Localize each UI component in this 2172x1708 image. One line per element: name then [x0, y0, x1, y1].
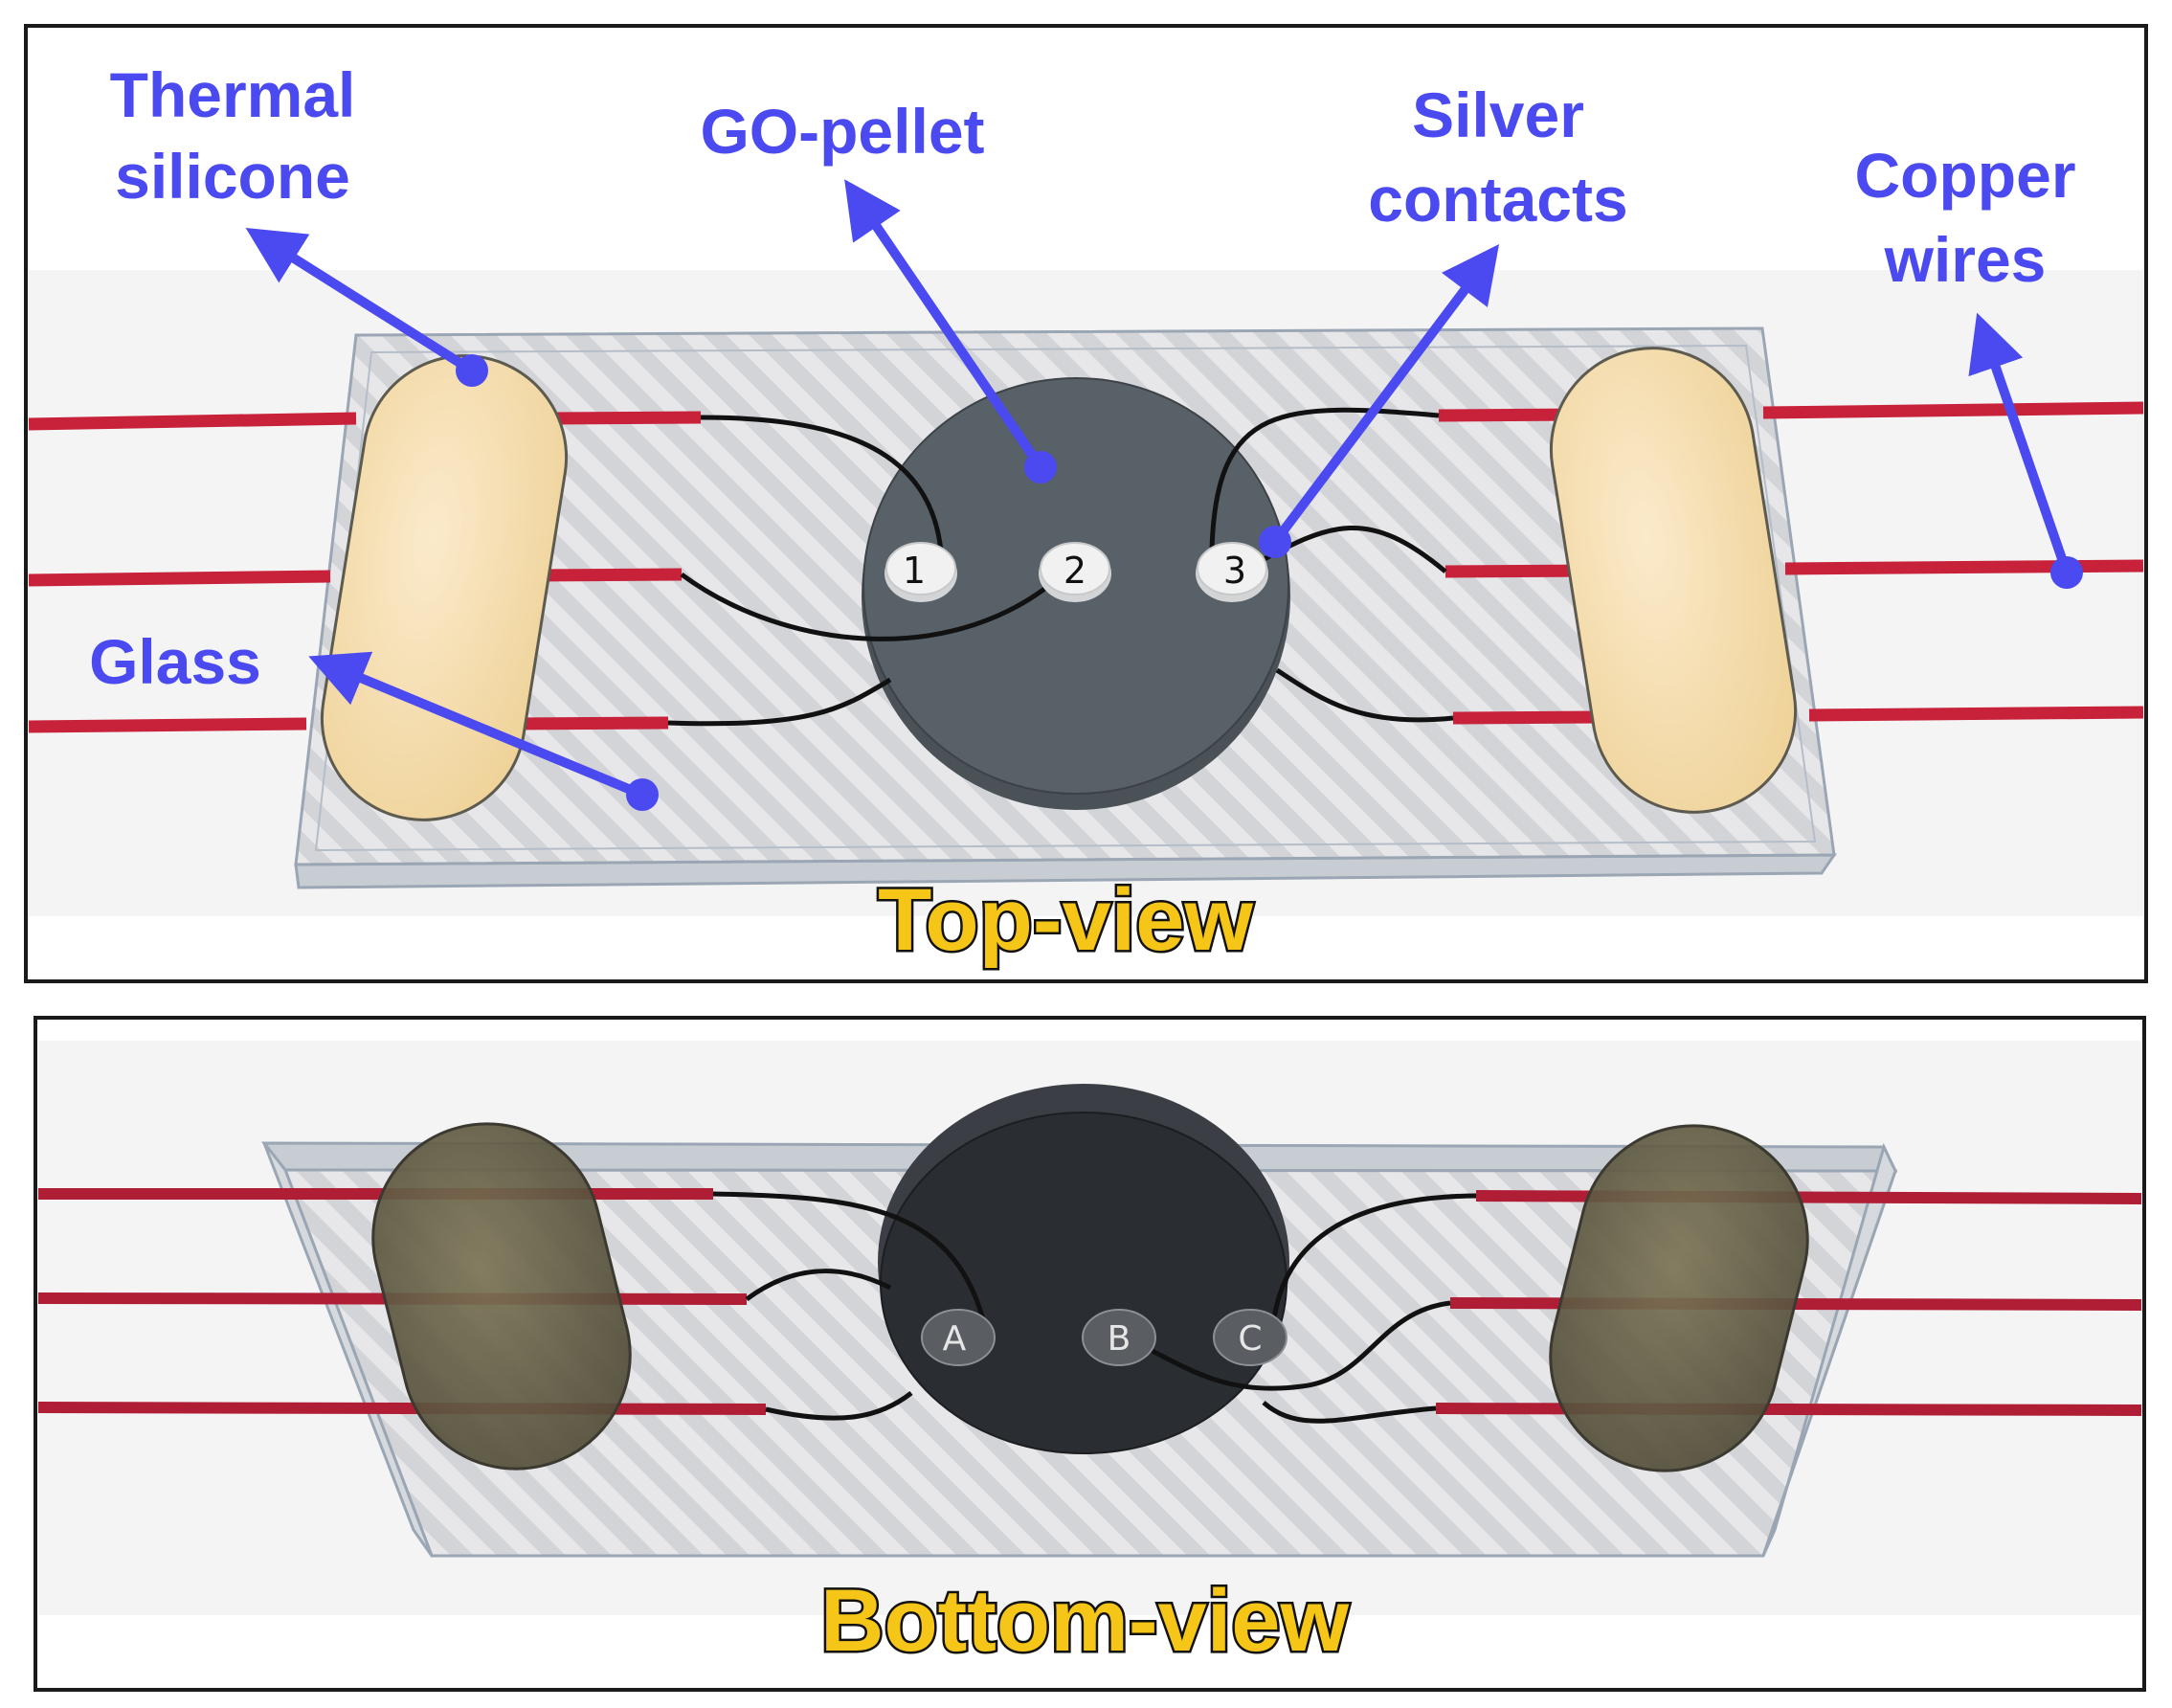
contact-a: A: [921, 1309, 996, 1366]
thermal-silicone-arrow: [245, 228, 475, 375]
copper-wires-label-line2: wires: [1884, 224, 2047, 295]
annotation-arrows: [245, 179, 2071, 799]
contact-3: 3: [1196, 542, 1268, 602]
go-pellet-label: GO-pellet: [700, 96, 984, 167]
silver-contacts-top: 1 2 3: [884, 542, 1268, 602]
contact-2-label: 2: [1064, 550, 1086, 592]
contact-1-label: 1: [903, 550, 926, 592]
silver-contacts-label-line1: Silver: [1412, 79, 1584, 150]
contact-c-label: C: [1238, 1319, 1262, 1359]
silver-contacts-bottom: A B C: [921, 1309, 1288, 1366]
thermal-silicone-left-bottom: [371, 1122, 632, 1471]
bottom-view-title: Bottom-view: [820, 1572, 1349, 1670]
black-wires-bottom: [712, 1191, 1477, 1424]
thermal-silicone-right-bottom: [1549, 1124, 1809, 1472]
contact-c: C: [1213, 1309, 1288, 1366]
bottom-view-panel: A B C Bottom-view: [34, 1016, 2146, 1692]
glass-arrow: [308, 651, 644, 799]
contact-b-label: B: [1108, 1319, 1131, 1359]
contact-a-label: A: [943, 1319, 967, 1359]
go-pellet-arrow: [844, 179, 1045, 470]
copper-wires-arrow: [1968, 312, 2071, 574]
top-view-panel: 1 2 3: [24, 24, 2148, 983]
contact-2: 2: [1039, 542, 1111, 602]
contact-3-label: 3: [1223, 550, 1246, 592]
annotation-labels: Thermal silicone GO-pellet Silver contac…: [89, 59, 2075, 697]
contact-1: 1: [884, 542, 957, 602]
thermal-silicone-right-top: [1549, 347, 1798, 814]
top-view-title: Top-view: [878, 871, 1253, 969]
copper-wires-label-line1: Copper: [1855, 140, 2076, 211]
glass-label: Glass: [89, 626, 261, 697]
arrow-dots: [456, 354, 2083, 811]
silver-contacts-label-line2: contacts: [1368, 164, 1627, 235]
contact-b: B: [1082, 1309, 1156, 1366]
thermal-silicone-label-line1: Thermal: [110, 59, 356, 130]
silver-contacts-arrow: [1271, 244, 1500, 546]
go-pellet-bottom: [878, 1084, 1289, 1454]
copper-wires-left-top: [28, 411, 702, 733]
thermal-silicone-label-line2: silicone: [115, 141, 350, 212]
